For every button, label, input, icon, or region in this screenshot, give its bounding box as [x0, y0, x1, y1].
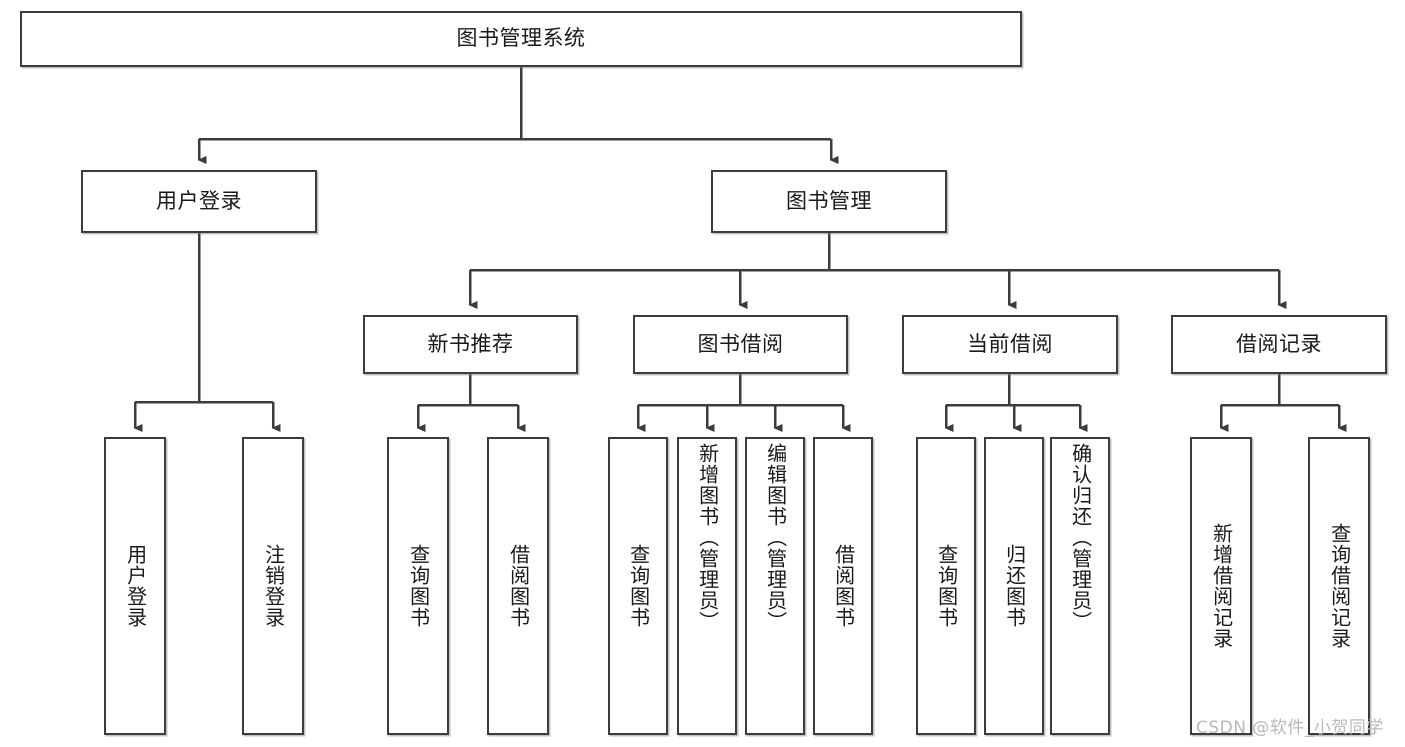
leaf-return-book[interactable]: 归还图书: [984, 437, 1044, 735]
leaf-add-book-admin-label: 新增图书（管理员）: [695, 443, 720, 632]
connector-group-root: [133, 67, 1347, 432]
leaf-query-book-recommend[interactable]: 查询图书: [387, 437, 449, 735]
leaf-confirm-return-admin-label: 确认归还（管理员）: [1068, 443, 1093, 632]
leaf-query-borrow-record-label: 查询借阅记录: [1327, 523, 1352, 649]
node-borrow-records-label: 借阅记录: [1236, 331, 1322, 356]
leaf-query-book-current[interactable]: 查询图书: [916, 437, 976, 735]
node-current-borrow-label: 当前借阅: [967, 331, 1053, 356]
leaf-borrow-book[interactable]: 借阅图书: [813, 437, 873, 735]
node-user-login-label: 用户登录: [156, 188, 242, 213]
node-book-management-label: 图书管理: [786, 188, 872, 213]
leaf-add-borrow-record[interactable]: 新增借阅记录: [1190, 437, 1252, 735]
leaf-logout-label: 注销登录: [261, 544, 286, 628]
leaf-edit-book-admin[interactable]: 编辑图书（管理员）: [745, 437, 805, 735]
leaf-query-book-current-label: 查询图书: [934, 544, 959, 628]
leaf-query-book-borrow-label: 查询图书: [626, 544, 651, 628]
leaf-add-borrow-record-label: 新增借阅记录: [1209, 523, 1234, 649]
leaf-borrow-book-recommend-label: 借阅图书: [506, 544, 531, 628]
leaf-query-book-borrow[interactable]: 查询图书: [608, 437, 668, 735]
leaf-add-book-admin[interactable]: 新增图书（管理员）: [677, 437, 737, 735]
node-root-system[interactable]: 图书管理系统: [20, 11, 1022, 67]
leaf-query-borrow-record[interactable]: 查询借阅记录: [1308, 437, 1370, 735]
leaf-borrow-book-label: 借阅图书: [831, 544, 856, 628]
node-current-borrow[interactable]: 当前借阅: [902, 315, 1118, 374]
node-book-borrow-label: 图书借阅: [697, 331, 784, 356]
node-borrow-records[interactable]: 借阅记录: [1171, 315, 1387, 374]
leaf-return-book-label: 归还图书: [1002, 544, 1027, 628]
leaf-borrow-book-recommend[interactable]: 借阅图书: [487, 437, 549, 735]
node-new-book-recommend[interactable]: 新书推荐: [363, 315, 578, 374]
leaf-edit-book-admin-label: 编辑图书（管理员）: [763, 443, 788, 632]
leaf-user-login[interactable]: 用户登录: [104, 437, 166, 735]
leaf-confirm-return-admin[interactable]: 确认归还（管理员）: [1050, 437, 1110, 735]
leaf-user-login-label: 用户登录: [123, 544, 148, 628]
leaf-logout[interactable]: 注销登录: [242, 437, 304, 735]
node-book-management[interactable]: 图书管理: [711, 170, 947, 233]
leaf-query-book-recommend-label: 查询图书: [406, 544, 431, 628]
node-user-login[interactable]: 用户登录: [81, 170, 317, 233]
node-book-borrow[interactable]: 图书借阅: [633, 315, 848, 374]
csdn-watermark: CSDN @软件_小贺同学: [1196, 718, 1384, 738]
node-new-book-recommend-label: 新书推荐: [427, 331, 514, 356]
node-root-system-label: 图书管理系统: [456, 26, 586, 51]
